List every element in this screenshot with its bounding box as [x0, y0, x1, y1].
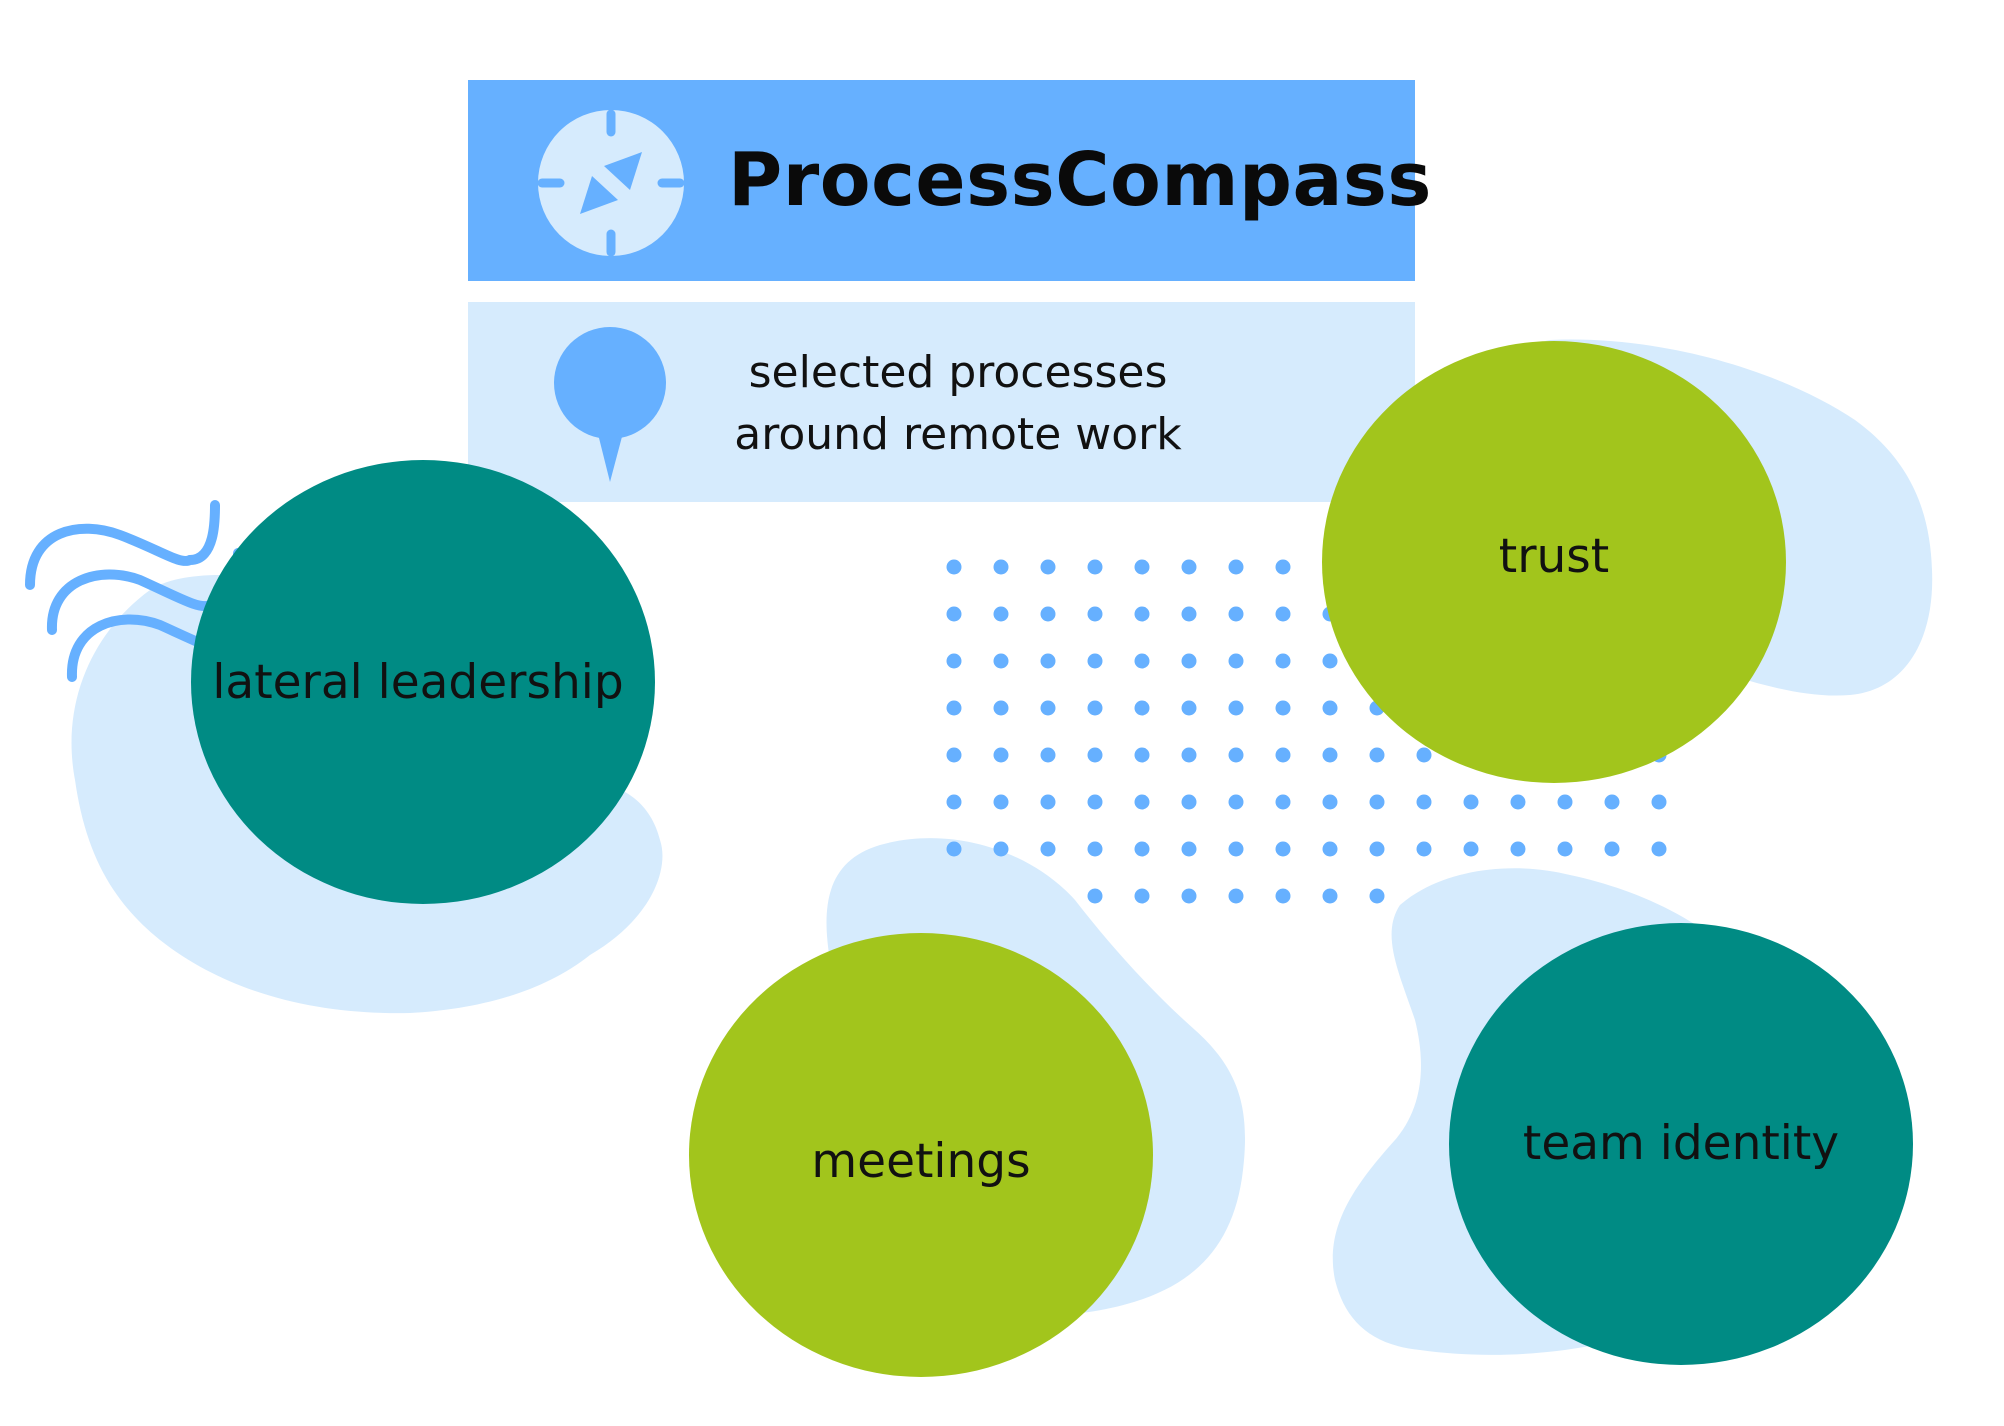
node-label: trust: [1498, 528, 1610, 584]
map-pin-icon: [554, 327, 666, 482]
node-meetings: meetings: [689, 933, 1153, 1377]
node-label: team identity: [1522, 1115, 1840, 1171]
node-lateral-leadership: lateral leadership: [191, 460, 655, 904]
node-team-identity: team identity: [1449, 923, 1913, 1365]
node-label: lateral leadership: [212, 654, 624, 710]
subtitle-line-2: around remote work: [734, 409, 1182, 460]
subtitle-line-1: selected processes: [748, 347, 1168, 398]
subtitle: selected processes around remote work: [718, 342, 1198, 466]
app-title: ProcessCompass: [728, 137, 1432, 223]
node-trust: trust: [1322, 341, 1786, 783]
node-label: meetings: [811, 1133, 1031, 1189]
subheader-banner: selected processes around remote work: [468, 302, 1415, 502]
header-banner: ProcessCompass: [468, 80, 1431, 281]
compass-icon: [537, 109, 685, 257]
